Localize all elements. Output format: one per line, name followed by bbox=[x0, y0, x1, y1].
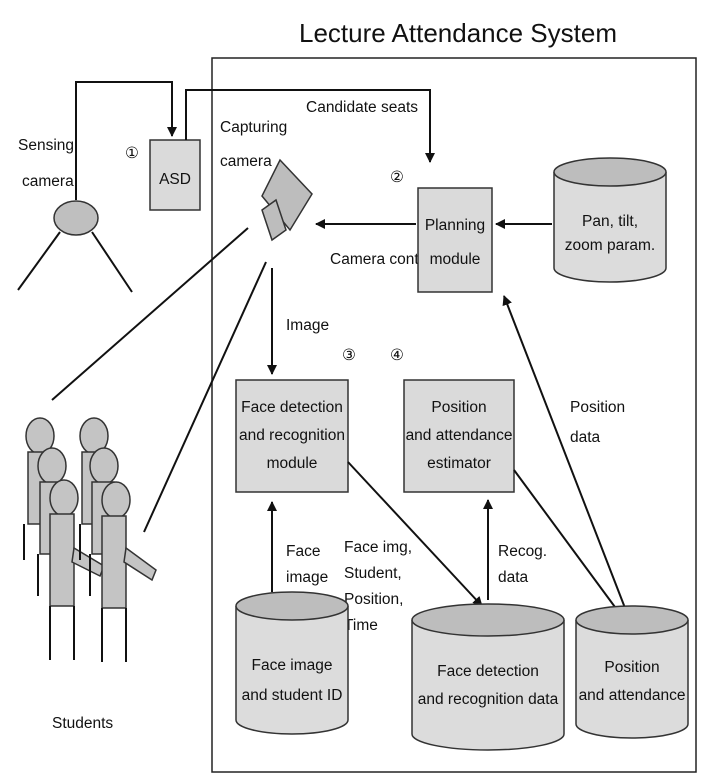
image-label: Image bbox=[286, 317, 329, 334]
position-data-label-1: Position bbox=[570, 399, 625, 416]
face-module-label-3: module bbox=[267, 455, 318, 472]
face-img-info-1: Face img, bbox=[344, 539, 412, 556]
planning-module-label-1: Planning bbox=[425, 217, 485, 234]
sensing-camera-icon bbox=[53, 200, 99, 236]
asd-box bbox=[149, 139, 201, 211]
step-2-marker: ② bbox=[390, 169, 404, 186]
position-db-label-2: and attendance bbox=[579, 687, 686, 704]
face-image-label-2: image bbox=[286, 569, 328, 586]
sensing-camera-label-2: camera bbox=[22, 173, 74, 190]
capture-view-line-2 bbox=[143, 261, 267, 533]
face-detection-db-label-2: and recognition data bbox=[418, 691, 559, 708]
sensing-view-line-right bbox=[91, 231, 133, 293]
step-4-marker: ④ bbox=[390, 347, 404, 364]
face-module-box bbox=[235, 379, 349, 493]
position-data-label-2: data bbox=[570, 429, 601, 446]
estimator-label-2: and attendance bbox=[406, 427, 513, 444]
face-img-info-4: Time bbox=[344, 617, 378, 634]
capturing-camera-label-1: Capturing bbox=[220, 119, 287, 136]
face-detection-database: Face detection and recognition data bbox=[411, 603, 565, 751]
position-database: Position and attendance bbox=[575, 605, 689, 739]
face-image-db-label-2: and student ID bbox=[242, 687, 343, 704]
position-data-arrow bbox=[502, 295, 633, 627]
face-img-info-3: Position, bbox=[344, 591, 403, 608]
face-module-to-data-arrow bbox=[347, 461, 483, 607]
student-figure bbox=[101, 481, 157, 662]
sensing-view-line-left bbox=[17, 231, 61, 291]
recog-data-label-1: Recog. bbox=[498, 543, 547, 560]
estimator-label-1: Position bbox=[431, 399, 486, 416]
asd-label: ASD bbox=[159, 171, 191, 188]
system-boundary bbox=[211, 57, 697, 773]
face-image-label-1: Face bbox=[286, 543, 320, 560]
camera-control-label: Camera control bbox=[330, 251, 436, 268]
sensing-to-asd-arrow bbox=[75, 81, 177, 200]
position-db-label-1: Position bbox=[604, 659, 659, 676]
sensing-camera-label-1: Sensing bbox=[18, 137, 74, 154]
step-1-marker: ① bbox=[125, 145, 139, 162]
face-module-label-2: and recognition bbox=[239, 427, 345, 444]
students-label: Students bbox=[52, 715, 113, 732]
estimator-box bbox=[403, 379, 515, 493]
ptz-params-label-2: zoom param. bbox=[565, 237, 655, 254]
face-img-info-2: Student, bbox=[344, 565, 402, 582]
capturing-camera-label-2: camera bbox=[220, 153, 272, 170]
ptz-params-database: Pan, tilt, zoom param. bbox=[553, 157, 667, 283]
asd-to-planning-arrow bbox=[185, 89, 435, 163]
students-illustration bbox=[23, 417, 157, 662]
estimator-label-3: estimator bbox=[427, 455, 491, 472]
face-detection-db-label-1: Face detection bbox=[437, 663, 539, 680]
planning-module-box bbox=[417, 187, 493, 293]
recog-data-label-2: data bbox=[498, 569, 529, 586]
face-image-database: Face image and student ID bbox=[235, 591, 349, 735]
candidate-seats-label: Candidate seats bbox=[306, 99, 418, 116]
planning-module-label-2: module bbox=[430, 251, 481, 268]
face-module-label-1: Face detection bbox=[241, 399, 343, 416]
step-3-marker: ③ bbox=[342, 347, 356, 364]
capture-view-line-1 bbox=[51, 227, 249, 401]
face-image-db-label-1: Face image bbox=[252, 657, 333, 674]
estimator-to-position-arrow bbox=[513, 469, 627, 623]
diagram-title: Lecture Attendance System bbox=[299, 18, 617, 48]
capturing-camera-icon bbox=[261, 158, 313, 242]
sensing-camera: Sensing camera bbox=[17, 137, 133, 293]
ptz-params-label-1: Pan, tilt, bbox=[582, 213, 638, 230]
